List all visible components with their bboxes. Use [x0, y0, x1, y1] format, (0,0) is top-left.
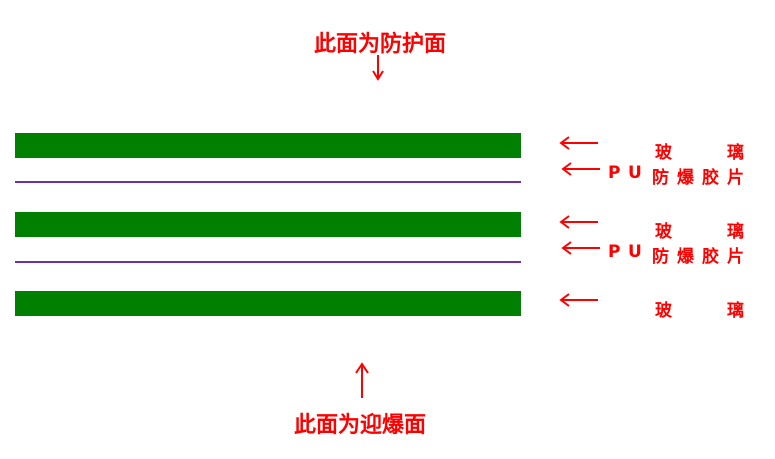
left-arrow-icon — [559, 293, 598, 307]
left-arrow-icon — [561, 162, 600, 176]
down-arrow-icon — [372, 55, 384, 81]
left-arrow-icon — [559, 136, 598, 150]
protective-side-label: 此面为防护面 — [313, 32, 447, 57]
left-arrow-icon — [559, 215, 598, 229]
glass-layer-1 — [15, 133, 521, 158]
blast-side-label: 此面为迎爆面 — [293, 413, 427, 438]
pu-film-layer-2 — [15, 261, 521, 263]
up-arrow-icon — [355, 362, 369, 398]
glass-layer-3 — [15, 291, 521, 316]
pu-film-layer-1 — [15, 181, 521, 183]
left-arrow-icon — [561, 241, 600, 255]
glass-layer-2 — [15, 212, 521, 237]
